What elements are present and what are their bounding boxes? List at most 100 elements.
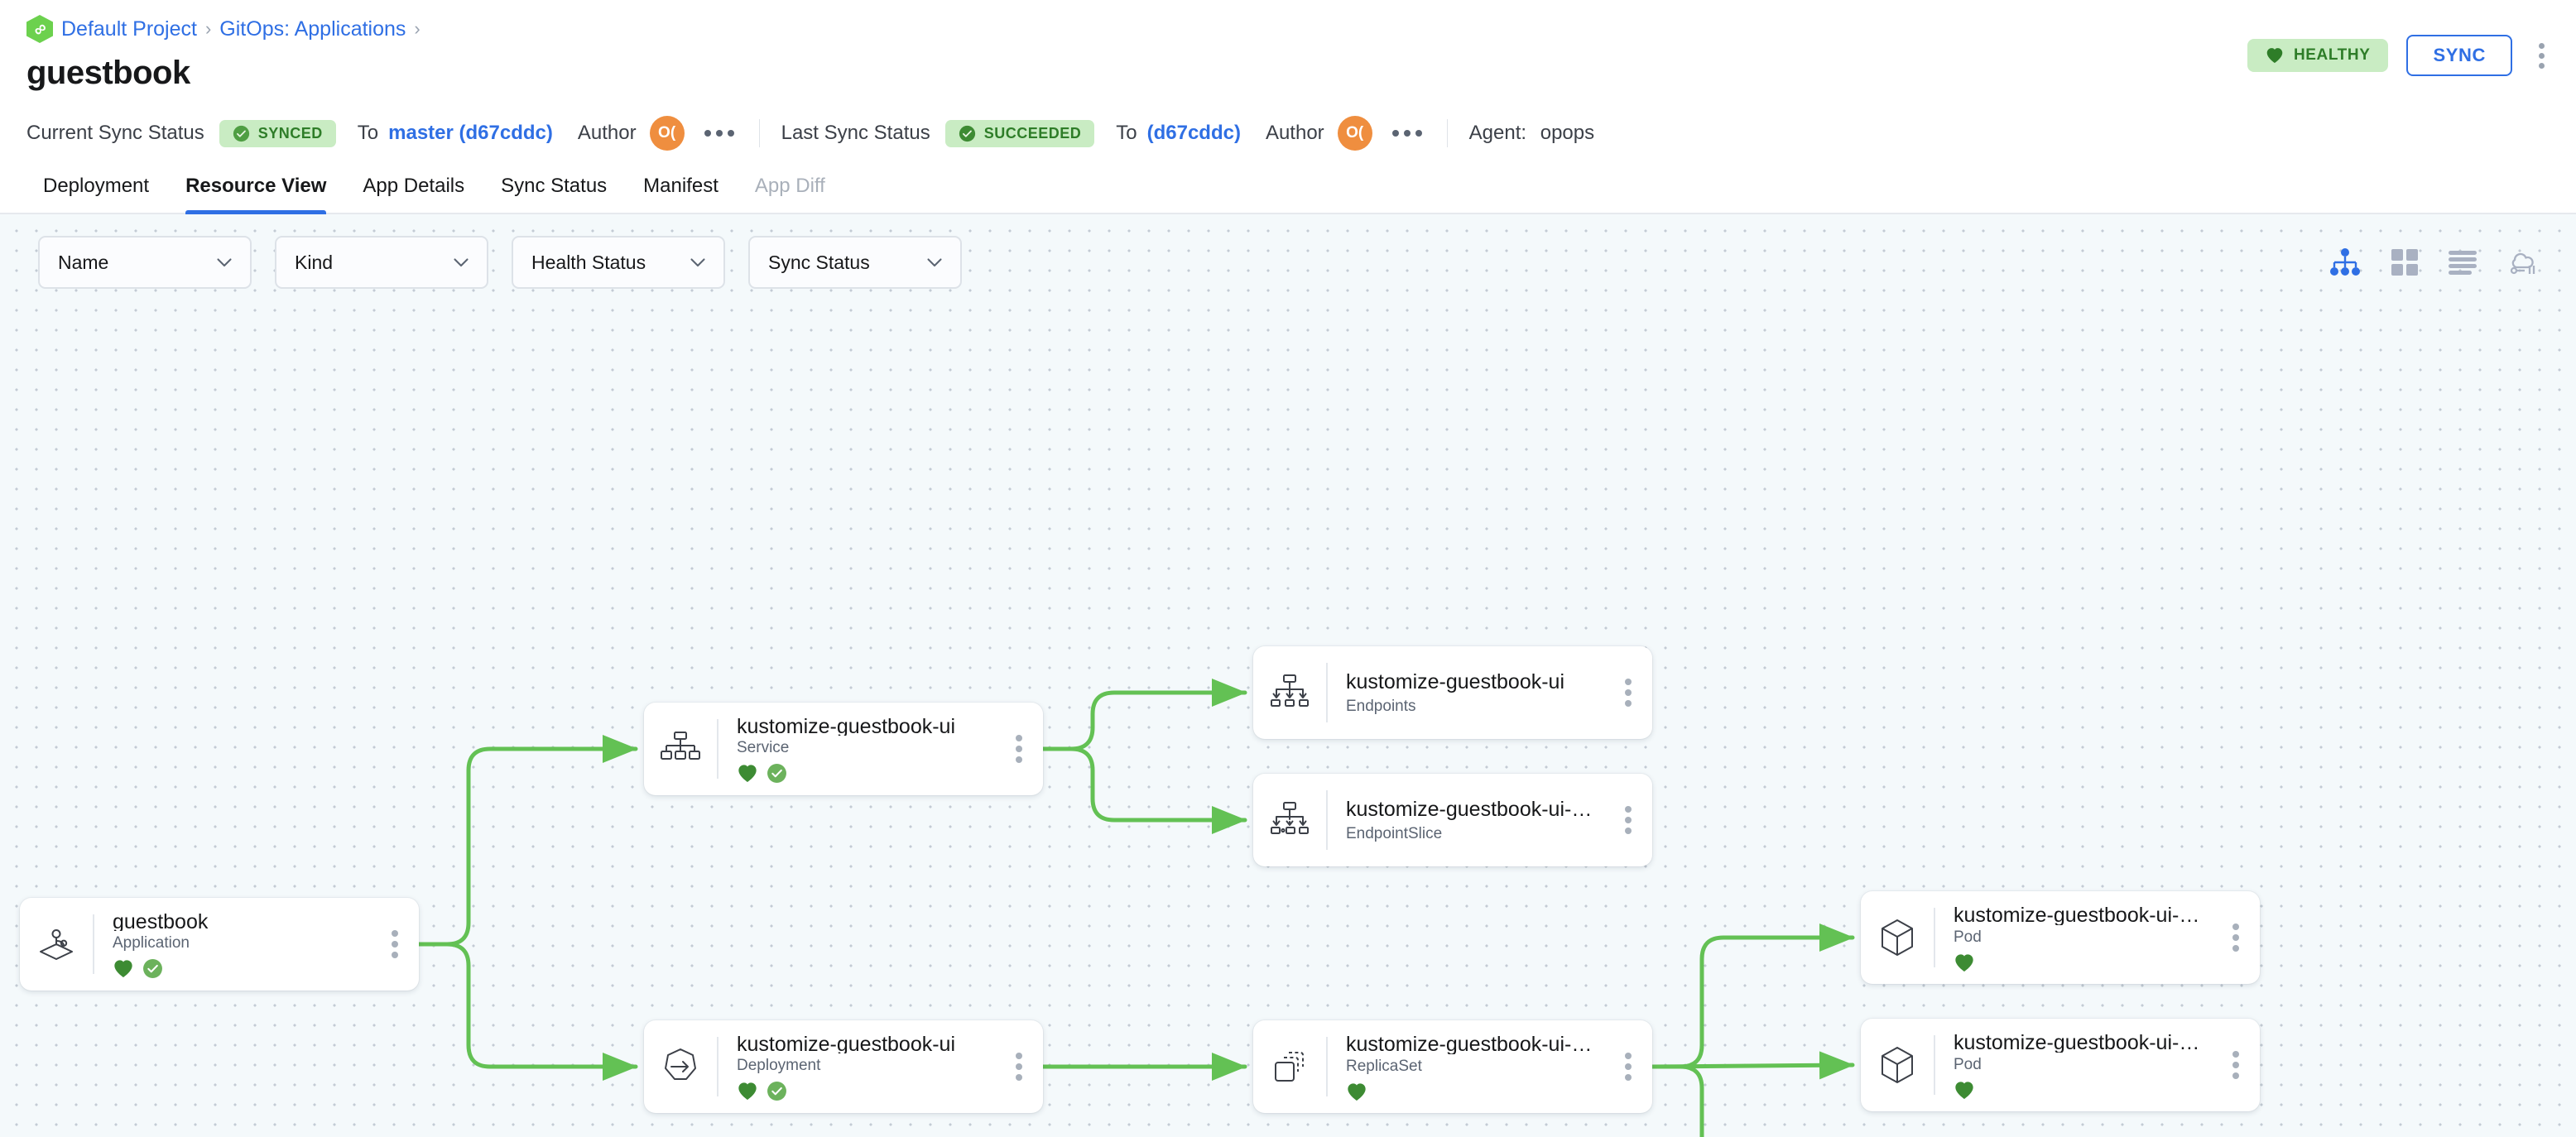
filter-label: Name <box>58 251 109 273</box>
graph-edge-app-to-dep <box>416 942 638 1081</box>
node-divider <box>717 1037 718 1096</box>
node-kind: Service <box>737 739 790 756</box>
health-heart-icon <box>114 960 132 977</box>
chevron-down-icon <box>454 257 469 266</box>
node-divider <box>1934 908 1935 967</box>
graph-node-pod[interactable]: kustomize-guestbook-ui-… Pod <box>1861 891 2260 984</box>
graph-edge-rs-to-pod3 <box>1650 1064 1704 1137</box>
node-title: kustomize-guestbook-ui <box>1346 670 1565 693</box>
status-divider-2 <box>1446 119 1448 147</box>
header-actions: HEALTHY SYNC <box>2247 35 2553 76</box>
node-status-badges <box>1346 1082 1604 1101</box>
endpoints-icon <box>1253 646 1326 739</box>
page-title: guestbook <box>26 55 190 91</box>
codefresh-logo-icon: ∞ <box>26 15 53 43</box>
health-heart-icon <box>738 765 757 782</box>
current-sync-revision-link[interactable]: master (d67cddc) <box>388 122 553 144</box>
last-sync-chip-label: SUCCEEDED <box>983 124 1082 142</box>
filter-sync-status[interactable]: Sync Status <box>748 236 962 289</box>
graph-node-pod[interactable]: kustomize-guestbook-ui-…Pod <box>1861 1019 2260 1111</box>
current-sync-more-icon[interactable] <box>701 123 738 143</box>
node-menu-icon[interactable] <box>1604 774 1652 866</box>
current-sync-to-label: To <box>357 122 379 144</box>
node-divider <box>1326 1037 1328 1096</box>
deployment-icon <box>644 1020 717 1113</box>
graph-edge-rs-to-pod1 <box>1650 924 1855 1069</box>
node-kind: Pod <box>1954 928 1982 947</box>
graph-toolbar: Name Kind Health Status Sync Status <box>38 236 2538 289</box>
sync-status-icon <box>767 764 786 783</box>
current-sync-author-label: Author <box>577 122 637 144</box>
node-menu-icon[interactable] <box>995 1020 1043 1113</box>
node-title: kustomize-guestbook-ui-… <box>1954 904 2200 926</box>
current-sync-author-avatar[interactable]: O( <box>649 116 685 151</box>
breadcrumb-item-applications[interactable]: GitOps: Applications <box>219 17 406 41</box>
node-status-badges <box>737 763 995 784</box>
resource-graph-canvas[interactable]: Name Kind Health Status Sync Status <box>0 214 2576 1137</box>
node-content: kustomize-guestbook-ui-…ReplicaSet <box>1328 1020 1604 1113</box>
last-sync-revision-link[interactable]: (d67cddc) <box>1146 122 1241 144</box>
graph-edge-app-to-svc <box>416 735 638 947</box>
tab-deployment[interactable]: Deployment <box>43 175 150 197</box>
grid-view-icon[interactable] <box>2391 248 2419 276</box>
node-menu-icon[interactable] <box>995 703 1043 795</box>
sync-status-icon <box>767 1082 786 1101</box>
node-menu-icon[interactable] <box>2212 1019 2260 1111</box>
graph-edge-svc-to-ep <box>1040 679 1247 751</box>
breadcrumb-separator-2: › <box>414 18 421 39</box>
node-divider <box>1934 1035 1935 1095</box>
current-sync-status-label: Current Sync Status <box>26 122 204 144</box>
node-divider <box>1326 663 1328 722</box>
tree-view-icon[interactable] <box>2329 248 2361 276</box>
node-kind: EndpointSlice <box>1346 825 1443 842</box>
node-menu-icon[interactable] <box>2212 891 2260 984</box>
node-kind: ReplicaSet <box>1346 1058 1422 1076</box>
sync-button[interactable]: SYNC <box>2406 35 2512 76</box>
status-bar: Current Sync Status SYNCED To master (d6… <box>0 107 2576 160</box>
last-sync-author-avatar[interactable]: O( <box>1337 116 1372 151</box>
network-view-icon[interactable] <box>2506 248 2538 276</box>
app-overflow-menu-icon[interactable] <box>2530 38 2553 74</box>
graph-node-endpointslice[interactable]: kustomize-guestbook-ui-…EndpointSlice <box>1253 774 1652 866</box>
filter-kind[interactable]: Kind <box>275 236 488 289</box>
tab-sync-status[interactable]: Sync Status <box>501 175 608 197</box>
agent-info: Agent: opops <box>1469 122 1594 145</box>
filter-health-status[interactable]: Health Status <box>512 236 725 289</box>
node-status-badges <box>737 1081 995 1101</box>
tab-app-details[interactable]: App Details <box>363 175 465 197</box>
node-menu-icon[interactable] <box>1604 646 1652 739</box>
node-title: kustomize-guestbook-ui <box>737 715 956 736</box>
node-status-badges <box>1954 1080 2212 1100</box>
sync-status-icon <box>143 959 162 978</box>
chevron-down-icon <box>927 257 942 266</box>
node-menu-icon[interactable] <box>1604 1020 1652 1113</box>
node-kind: Deployment <box>737 1057 821 1074</box>
graph-node-replicaset[interactable]: kustomize-guestbook-ui-…ReplicaSet <box>1253 1020 1652 1113</box>
breadcrumb: ∞ Default Project › GitOps: Applications… <box>26 0 2550 58</box>
tab-resource-view[interactable]: Resource View <box>167 175 344 214</box>
app-health-badge: HEALTHY <box>2247 39 2389 72</box>
check-circle-icon <box>233 125 249 142</box>
node-title: kustomize-guestbook-ui <box>737 1033 956 1053</box>
node-title: kustomize-guestbook-ui-… <box>1954 1031 2200 1053</box>
last-sync-more-icon[interactable] <box>1389 123 1425 143</box>
tab-manifest[interactable]: Manifest <box>643 175 718 197</box>
node-status-badges <box>113 958 371 979</box>
filter-name[interactable]: Name <box>38 236 252 289</box>
breadcrumb-item-project[interactable]: Default Project <box>61 17 197 41</box>
tab-app-diff: App Diff <box>754 175 825 197</box>
last-sync-status-chip: SUCCEEDED <box>944 119 1095 147</box>
filter-label: Kind <box>295 251 334 273</box>
application-icon <box>20 898 93 991</box>
status-divider-1 <box>758 119 760 147</box>
node-menu-icon[interactable] <box>371 898 419 991</box>
list-view-icon[interactable] <box>2449 250 2477 275</box>
view-mode-switcher <box>2329 248 2538 276</box>
health-heart-icon <box>1955 1082 1973 1099</box>
